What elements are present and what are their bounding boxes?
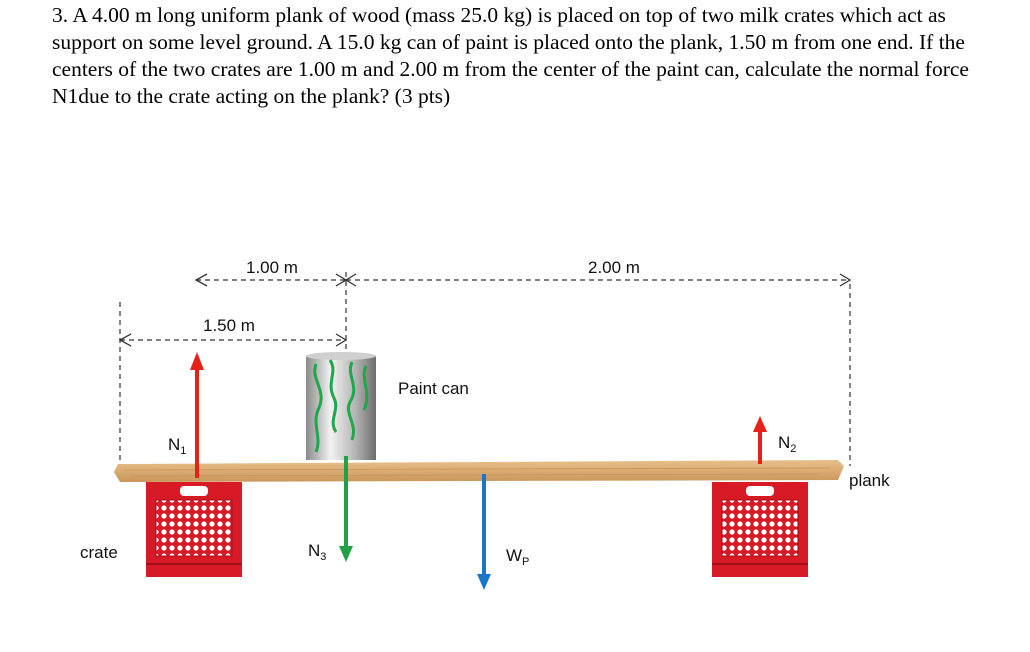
plank [114, 460, 844, 482]
dimension-2m-label: 2.00 m [588, 258, 640, 277]
n2-force-arrow [753, 416, 767, 464]
dimension-1-5m [118, 333, 348, 347]
dimension-2m [344, 273, 852, 287]
paint-can-label: Paint can [398, 379, 469, 398]
crate-label: crate [80, 543, 118, 562]
wp-force-arrow [477, 474, 491, 590]
n1-label: N1 [168, 435, 186, 457]
wp-label: WP [506, 546, 529, 568]
n2-label: N2 [778, 433, 796, 455]
n1-force-arrow [190, 352, 204, 478]
plank-label: plank [849, 471, 890, 490]
right-crate [712, 482, 808, 577]
n3-force-arrow [339, 456, 353, 562]
dimension-1m-label: 1.00 m [246, 258, 298, 277]
paint-can [306, 352, 376, 460]
dimension-1-5m-label: 1.50 m [203, 316, 255, 335]
left-crate [146, 482, 242, 577]
problem-statement: 3. A 4.00 m long uniform plank of wood (… [52, 3, 969, 108]
n3-label: N3 [308, 541, 326, 563]
